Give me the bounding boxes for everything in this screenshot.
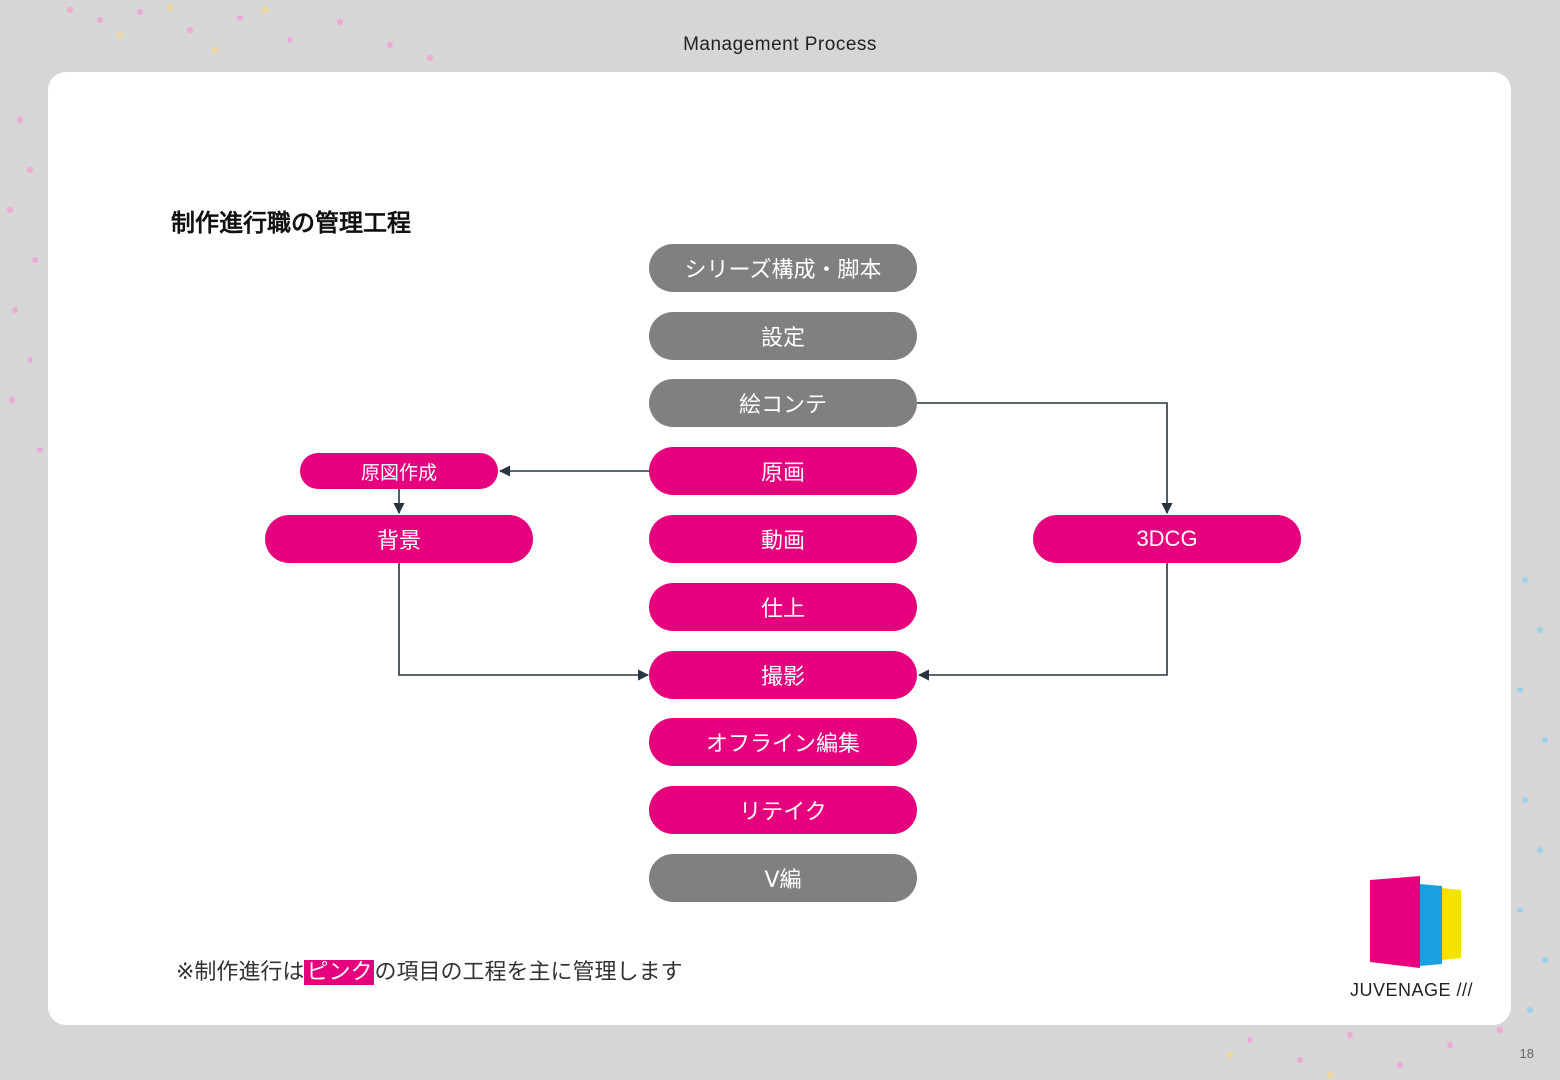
step-retake: リテイク [649, 786, 917, 834]
footnote-suffix: の項目の工程を主に管理します [374, 960, 683, 985]
step-key-animation: 原画 [649, 447, 917, 495]
footnote: ※制作進行はピンクの項目の工程を主に管理します [176, 954, 682, 986]
footnote-prefix: ※制作進行は [176, 960, 305, 985]
diagram-title: 制作進行職の管理工程 [171, 209, 411, 237]
step-storyboard: 絵コンテ [649, 379, 917, 427]
step-series-composition-script: シリーズ構成・脚本 [649, 244, 917, 292]
step-settings: 設定 [649, 312, 917, 360]
step-photography: 撮影 [649, 651, 917, 699]
step-offline-editing: オフライン編集 [649, 718, 917, 766]
juvenage-logo-icon [1370, 876, 1461, 968]
logo-wordmark: JUVENAGE /// [1350, 980, 1474, 1000]
arrow-background-to-photography [398, 563, 650, 681]
page-number: 18 [1519, 1046, 1534, 1061]
step-layout-drawing: 原図作成 [300, 453, 498, 489]
step-finishing: 仕上 [649, 583, 917, 631]
step-v-edit: V編 [649, 854, 917, 902]
footnote-highlight: ピンク [304, 960, 375, 985]
header-title: Management Process [683, 34, 877, 55]
step-in-between: 動画 [649, 515, 917, 563]
arrow-storyboard-to-3dcg [917, 402, 1173, 515]
step-background: 背景 [265, 515, 533, 563]
step-3dcg: 3DCG [1033, 515, 1301, 563]
arrow-3dcg-to-photography [917, 563, 1168, 681]
